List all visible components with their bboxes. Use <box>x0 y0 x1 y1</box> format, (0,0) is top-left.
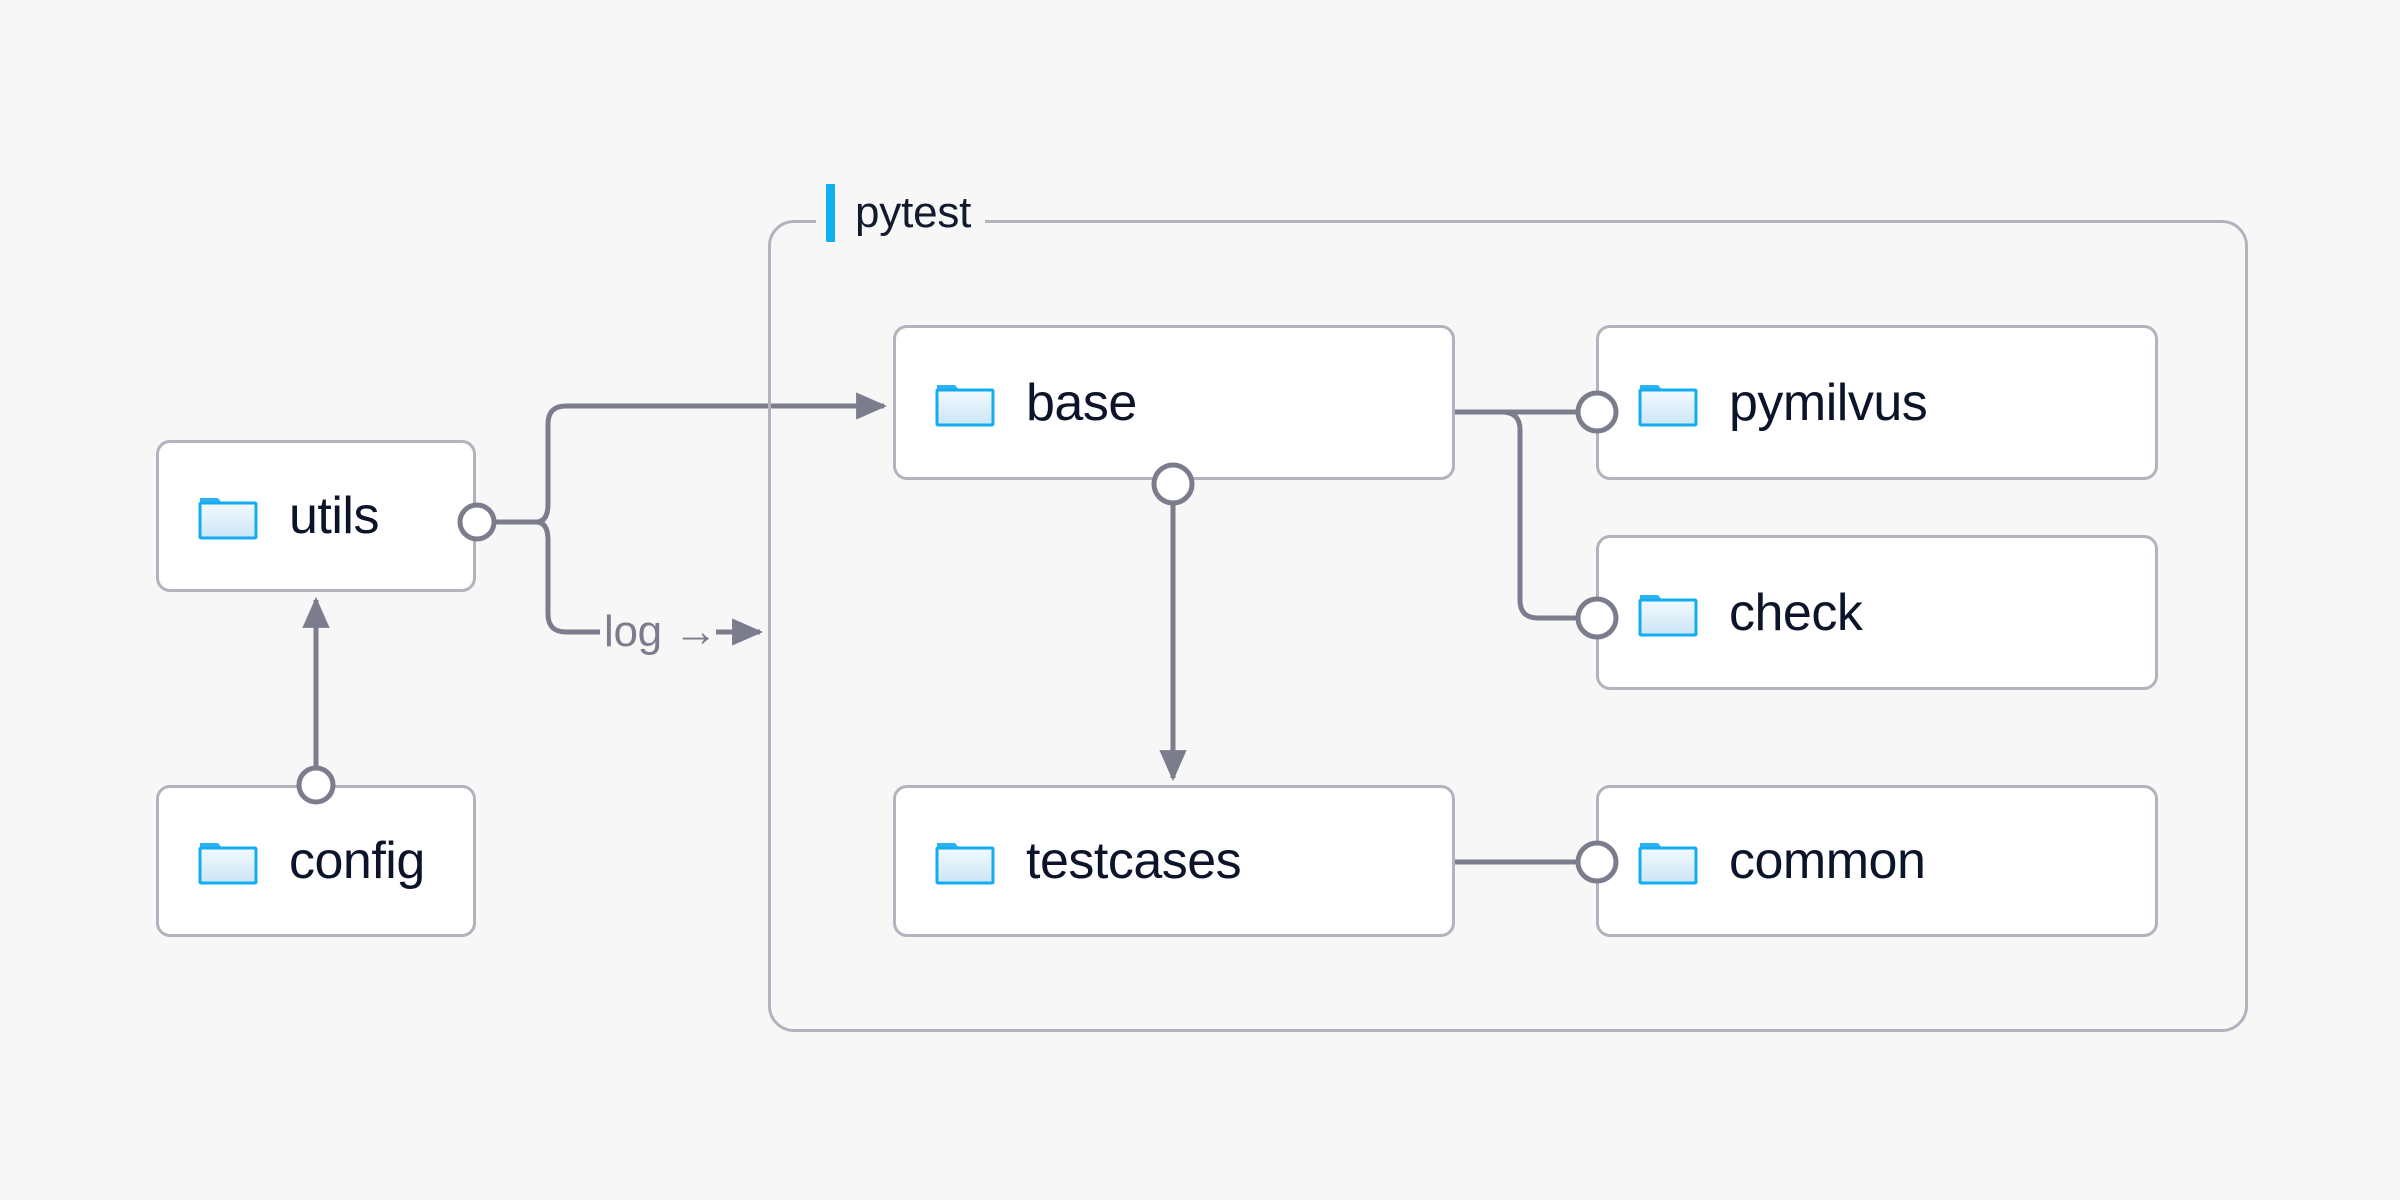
node-label: check <box>1729 583 1863 642</box>
edge-label-log: log → <box>604 607 718 656</box>
node-utils[interactable]: utils <box>156 440 476 592</box>
node-pymilvus[interactable]: pymilvus <box>1596 325 2158 480</box>
folder-icon <box>1638 843 1698 885</box>
node-label: base <box>1026 373 1137 432</box>
node-testcases[interactable]: testcases <box>893 785 1455 937</box>
node-common[interactable]: common <box>1596 785 2158 937</box>
folder-icon <box>198 498 258 540</box>
group-container-pytest[interactable] <box>768 220 2248 1032</box>
edge-utils-log-branch <box>535 519 600 635</box>
folder-icon <box>935 843 995 885</box>
folder-icon <box>1638 594 1698 636</box>
node-label: common <box>1729 832 1926 890</box>
folder-icon <box>935 384 995 426</box>
node-config[interactable]: config <box>156 785 476 937</box>
node-label: utils <box>289 487 379 545</box>
node-label: config <box>289 832 425 890</box>
node-base[interactable]: base <box>893 325 1455 480</box>
group-title: pytest <box>855 188 972 237</box>
node-label: testcases <box>1026 832 1242 890</box>
accent-bar-icon <box>826 184 835 242</box>
folder-icon <box>1638 384 1698 426</box>
folder-icon <box>198 843 258 885</box>
group-label-pytest: pytest <box>816 184 986 242</box>
node-check[interactable]: check <box>1596 535 2158 690</box>
node-label: pymilvus <box>1729 373 1928 432</box>
